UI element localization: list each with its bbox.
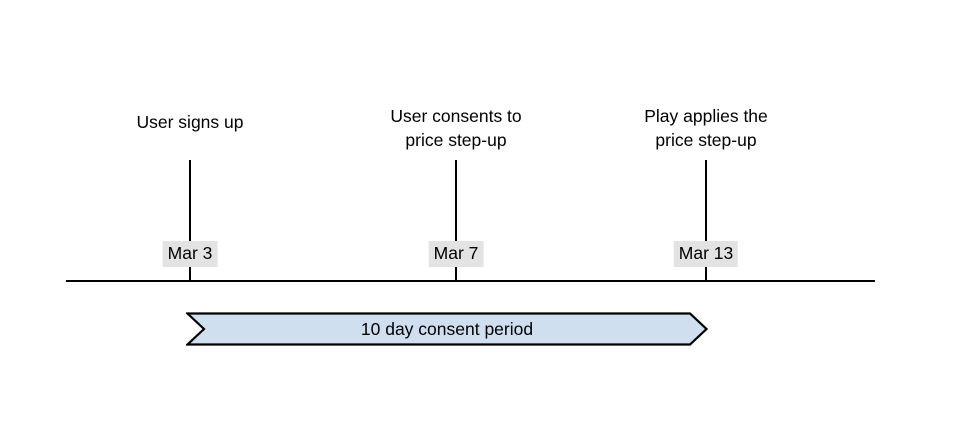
milestone-date-1: Mar 3 [162,241,218,267]
consent-period-label: 10 day consent period [360,319,534,339]
chevron-banner-shape [186,312,708,346]
milestone-date-3: Mar 13 [673,241,739,267]
milestone-date-2: Mar 7 [428,241,484,267]
timeline-axis [66,280,875,282]
consent-period-banner: 10 day consent period [186,312,708,346]
milestone-tick-1 [189,160,191,281]
milestone-caption-1: User signs up [136,112,244,132]
milestone-tick-3 [705,160,707,281]
milestone-caption-2: User consents to price step-up [390,106,522,150]
milestone-tick-2 [455,160,457,281]
milestone-caption-3: Play applies the price step-up [644,106,768,150]
